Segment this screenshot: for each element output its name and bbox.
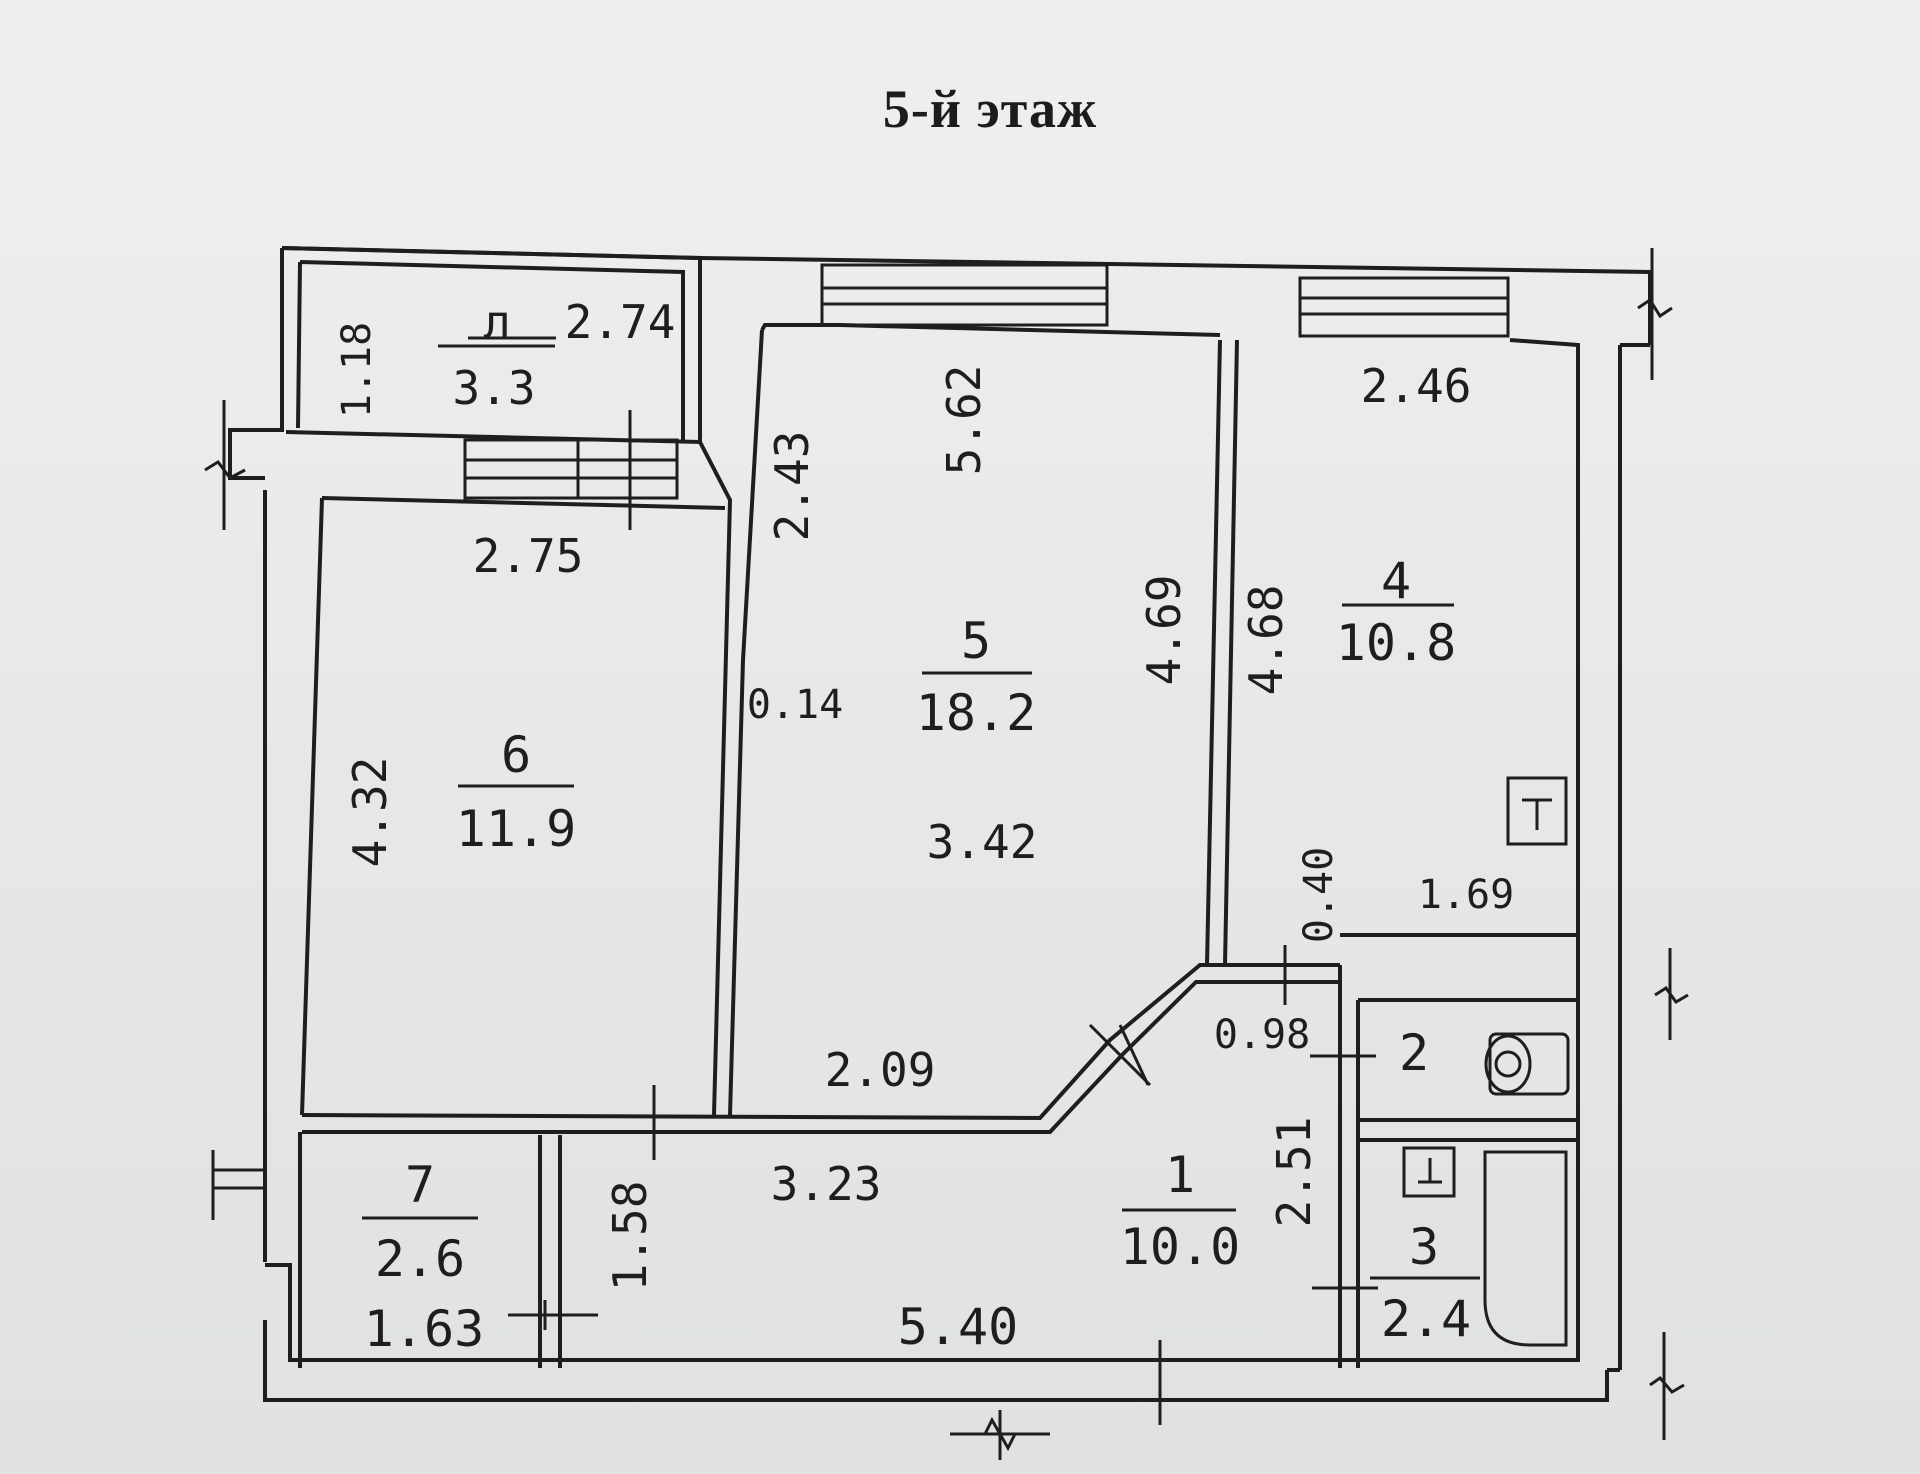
- room3-area: 2.4: [1381, 1290, 1471, 1348]
- loggia-name-label: л: [483, 295, 511, 349]
- room5-wall-step-label: 0.14: [747, 682, 843, 728]
- fixtures: [1402, 776, 1570, 1347]
- hall-length-label: 5.40: [898, 1298, 1018, 1356]
- room6-area: 11.9: [456, 800, 576, 858]
- stove-icon: [1506, 776, 1568, 846]
- loggia-depth-label: 1.18: [334, 322, 380, 418]
- windows: [463, 263, 1510, 500]
- room1-number: 1: [1165, 1146, 1195, 1204]
- room4-left-label: 4.68: [1239, 585, 1293, 696]
- room6-length-label: 4.32: [343, 757, 397, 868]
- room6-width-label: 2.75: [473, 529, 584, 583]
- room4-offset-label: 0.40: [1296, 847, 1342, 943]
- room7-number: 7: [405, 1156, 435, 1214]
- wc-width-label: 0.98: [1214, 1012, 1310, 1058]
- interior-walls: [298, 329, 1578, 1368]
- toilet-icon: [1488, 1032, 1570, 1096]
- room5-number: 5: [961, 612, 991, 670]
- room1-area: 10.0: [1120, 1218, 1240, 1276]
- loggia: [281, 246, 702, 445]
- outer-walls: [228, 246, 1652, 1402]
- sink-icon: [1402, 1146, 1456, 1198]
- closet-width-label: 1.63: [364, 1300, 484, 1358]
- closet-depth-label: 1.58: [603, 1181, 657, 1292]
- hall-depth-label: 2.51: [1267, 1117, 1321, 1228]
- room5-length-label: 5.62: [937, 365, 991, 476]
- room5-width-label: 3.42: [927, 815, 1038, 869]
- room5-door-offset-label: 2.43: [765, 431, 819, 542]
- room6-number: 6: [501, 726, 531, 784]
- floor-title: 5-й этаж: [882, 79, 1098, 139]
- room5-right-wall-label: 4.69: [1137, 575, 1191, 686]
- loggia-area-label: 3.3: [452, 361, 535, 415]
- room5-bottom-label: 2.09: [825, 1043, 936, 1097]
- stove-symbol-icon: [1522, 798, 1552, 830]
- hall-width-label: 3.23: [771, 1157, 882, 1211]
- room3-number: 3: [1409, 1218, 1439, 1276]
- break-lines: [204, 248, 1689, 1460]
- room2-number: 2: [1399, 1024, 1429, 1082]
- labels: 1.18 л 2.74 3.3 5.62 2.43 0.14 5 18.2 3.…: [334, 295, 1514, 1358]
- loggia-length-label: 2.74: [565, 295, 676, 349]
- room7-area: 2.6: [375, 1230, 465, 1288]
- room5-area: 18.2: [916, 684, 1036, 742]
- room4-width-label: 2.46: [1361, 359, 1472, 413]
- bathtub-icon: [1483, 1150, 1568, 1347]
- dimension-ticks: [508, 410, 1378, 1425]
- room4-area: 10.8: [1336, 614, 1456, 672]
- room4-bottom-label: 1.69: [1418, 872, 1514, 918]
- room4-number: 4: [1381, 552, 1411, 610]
